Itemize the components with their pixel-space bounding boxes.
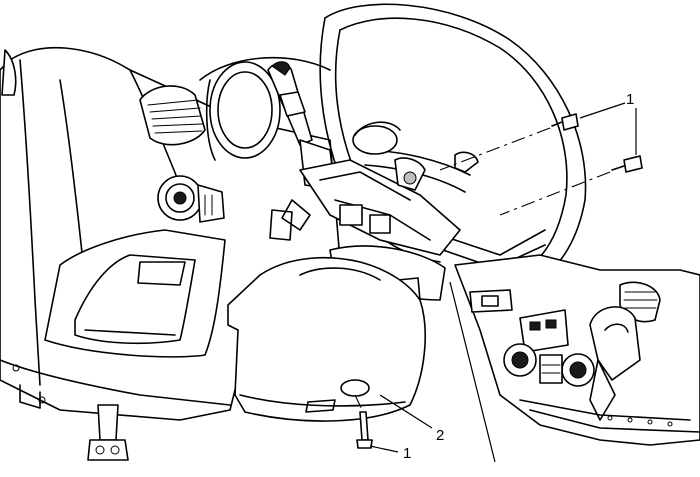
fastener-upper-b (611, 155, 643, 173)
headlamp-switch (157, 175, 225, 223)
knee-bolster (44, 229, 226, 358)
vent-louvres (147, 99, 203, 134)
leader-1-upper-a (579, 102, 626, 119)
gear-shifter (589, 306, 641, 421)
leader-2 (379, 394, 433, 429)
steering-column-lower-cover (227, 256, 426, 422)
fastener-upper-a (551, 113, 579, 131)
instrument-cluster (199, 56, 331, 161)
callout-1-upper: 1 (626, 91, 634, 108)
fastener-lower (356, 411, 373, 449)
intermediate-shaft (87, 404, 129, 461)
callout-2: 2 (436, 427, 444, 444)
center-console (454, 254, 700, 446)
install-line-b (499, 171, 611, 216)
leader-column-cover (449, 281, 496, 463)
climate-knobs (503, 343, 595, 387)
steering-column (269, 151, 479, 256)
install-line-a (439, 127, 551, 171)
install-line-c (354, 394, 364, 413)
callout-1-lower: 1 (403, 445, 411, 462)
leader-1-lower (369, 445, 399, 453)
console-dots (607, 415, 673, 427)
